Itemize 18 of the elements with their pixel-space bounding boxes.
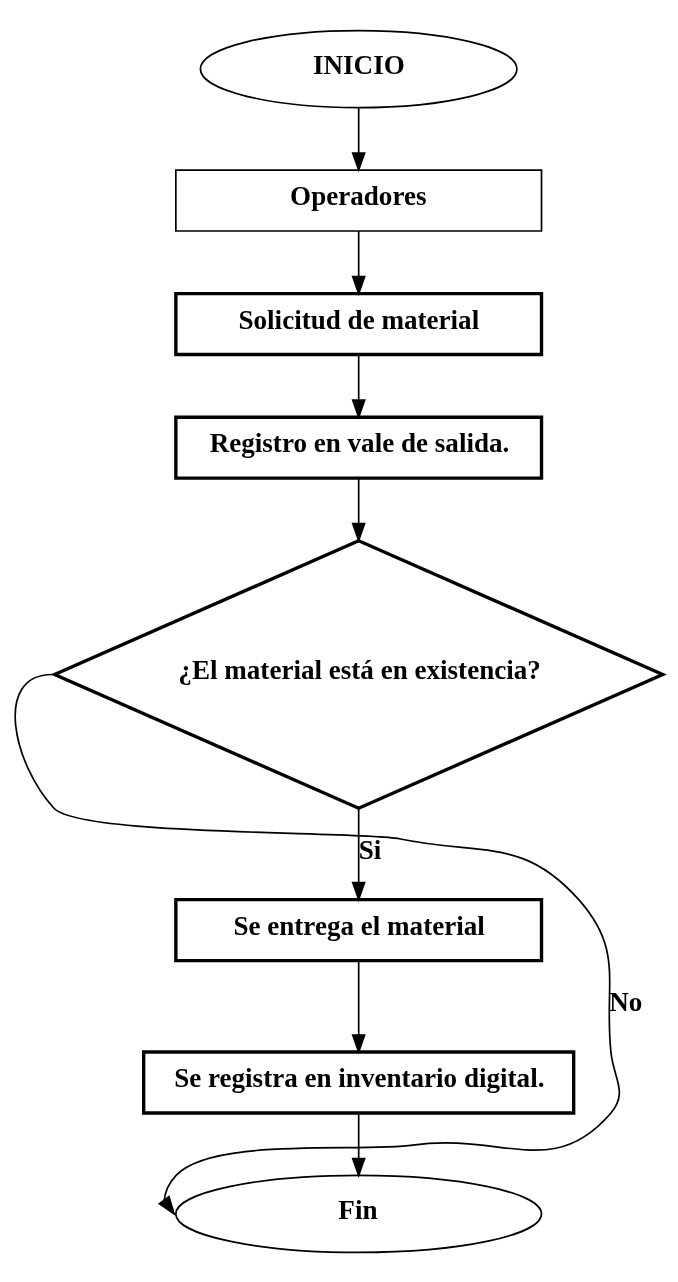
edge-label: No (609, 986, 643, 1017)
node-ellipse: INICIO (199, 29, 518, 108)
arrow (351, 477, 366, 543)
arrow (14, 673, 621, 1216)
arrow (351, 1111, 366, 1178)
node-diamond: ¿El material está en existencia? (50, 538, 667, 810)
arrow (351, 229, 366, 296)
edge-label: Si (358, 834, 382, 865)
arrow (351, 106, 366, 173)
node-ellipse: Fin (175, 1174, 543, 1253)
node-box: Se registra en inventario digital. (142, 1049, 576, 1115)
arrow (351, 353, 366, 420)
node-box: Solicitud de material (174, 291, 544, 356)
node-box: Operadores (175, 168, 543, 232)
arrow (351, 807, 366, 902)
arrow (351, 959, 366, 1054)
node-box: Se entrega el material (174, 897, 544, 962)
node-box: Registro en vale de salida. (174, 415, 544, 480)
